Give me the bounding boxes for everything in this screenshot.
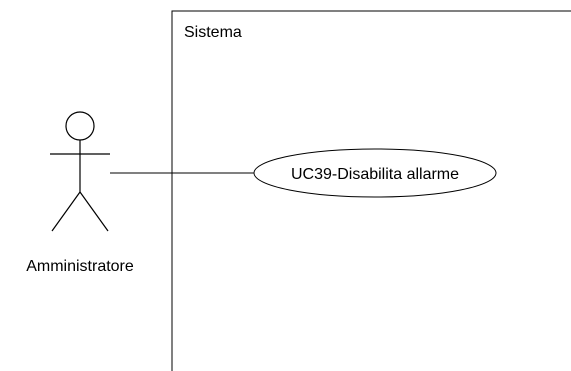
actor-head	[65, 111, 95, 141]
use-case-disable-alarm: UC39-Disabilita allarme	[253, 148, 497, 198]
use-case-ellipse	[253, 148, 497, 198]
system-label: Sistema	[184, 24, 242, 41]
system-boundary: Sistema	[171, 10, 571, 371]
actor-right-leg	[79, 191, 109, 232]
actor-label: Amministratore	[26, 258, 134, 275]
actor-left-leg	[51, 191, 81, 232]
system-boundary-frame	[171, 10, 571, 371]
stick-figure-icon	[50, 111, 110, 232]
use-case-label: UC39-Disabilita allarme	[291, 166, 459, 183]
actor-administrator: Amministratore	[26, 111, 134, 275]
